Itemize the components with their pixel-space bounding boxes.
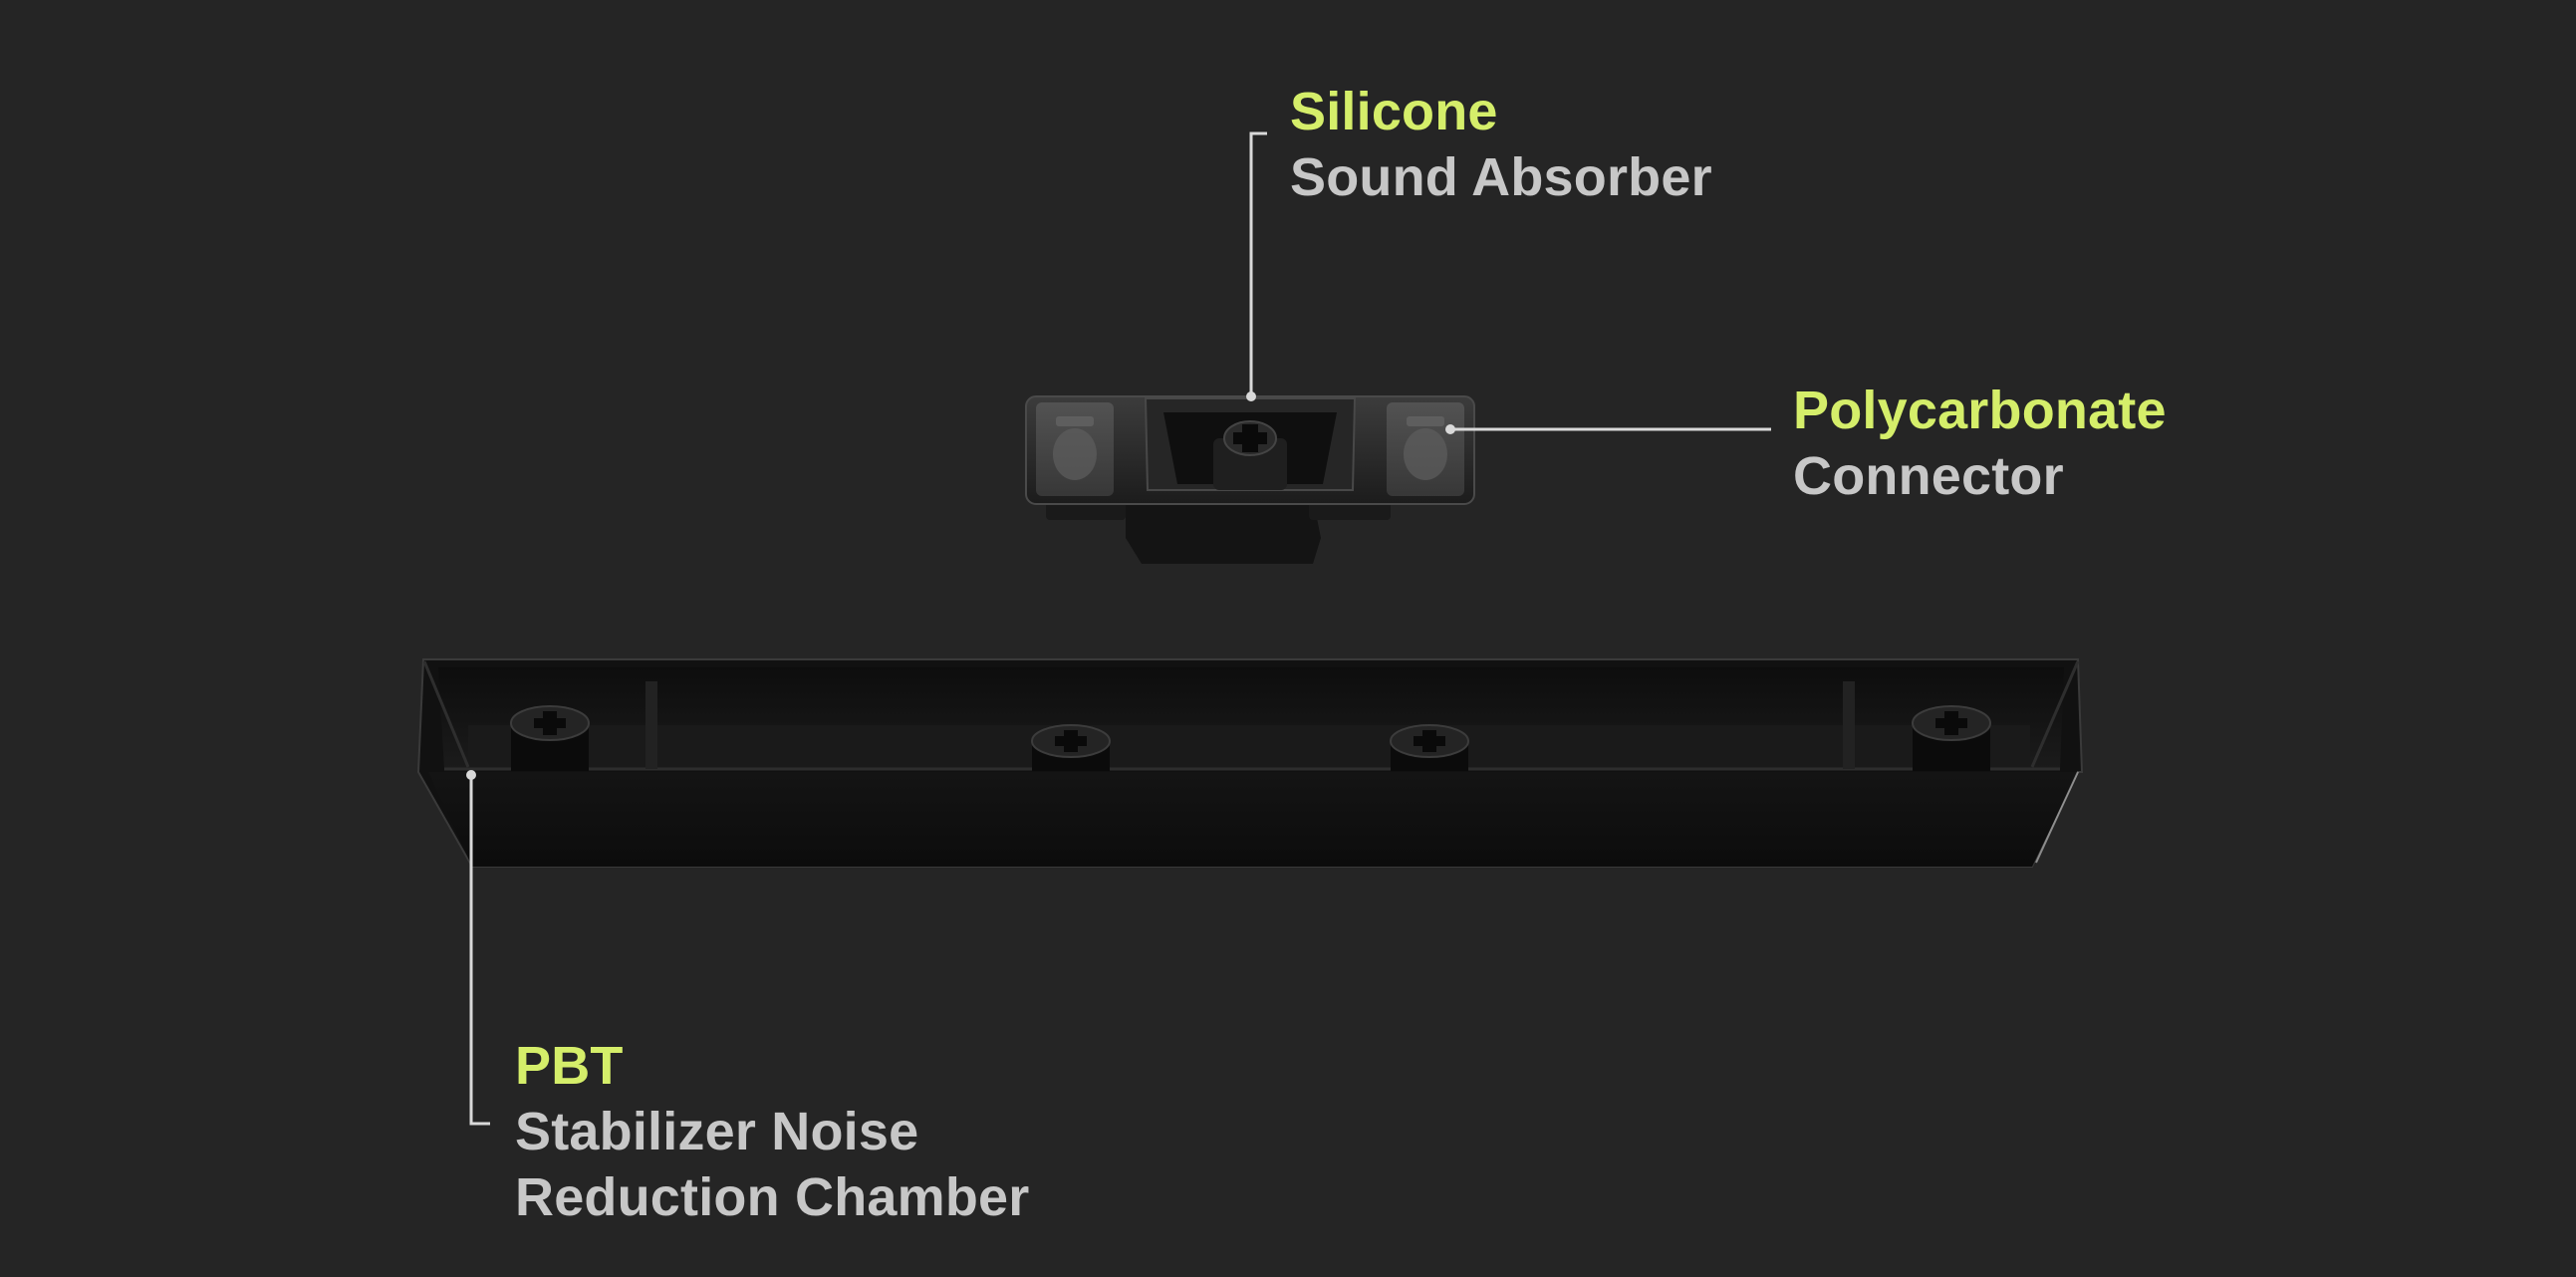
mount-post <box>1912 705 1991 771</box>
leader-line-polycarbonate <box>1445 424 1771 434</box>
leader-line-silicone <box>1246 131 1267 401</box>
leader-line-pbt <box>466 770 490 1126</box>
callout-silicone: Silicone Sound Absorber <box>1290 80 1712 211</box>
silicone-sound-absorber <box>1144 397 1357 491</box>
material-label-pbt: PBT <box>515 1036 624 1096</box>
callout-pbt: PBT Stabilizer Noise Reduction Chamber <box>515 1034 1029 1231</box>
material-label-polycarbonate: Polycarbonate <box>1793 381 2167 440</box>
description-polycarbonate: Connector <box>1793 445 2064 506</box>
mount-post <box>510 705 590 771</box>
mount-post <box>1390 724 1469 771</box>
stabilizer-housing <box>416 658 2084 868</box>
polycarbonate-pad <box>1036 402 1464 496</box>
description-silicone: Sound Absorber <box>1290 146 1712 207</box>
description-pbt-line-2: Reduction Chamber <box>515 1166 1030 1227</box>
stabilizer-connector <box>1025 395 1475 564</box>
material-label-silicone: Silicone <box>1290 82 1498 141</box>
mount-post <box>1031 724 1111 771</box>
description-pbt-line-1: Stabilizer Noise <box>515 1101 919 1161</box>
callout-polycarbonate: Polycarbonate Connector <box>1793 379 2167 510</box>
